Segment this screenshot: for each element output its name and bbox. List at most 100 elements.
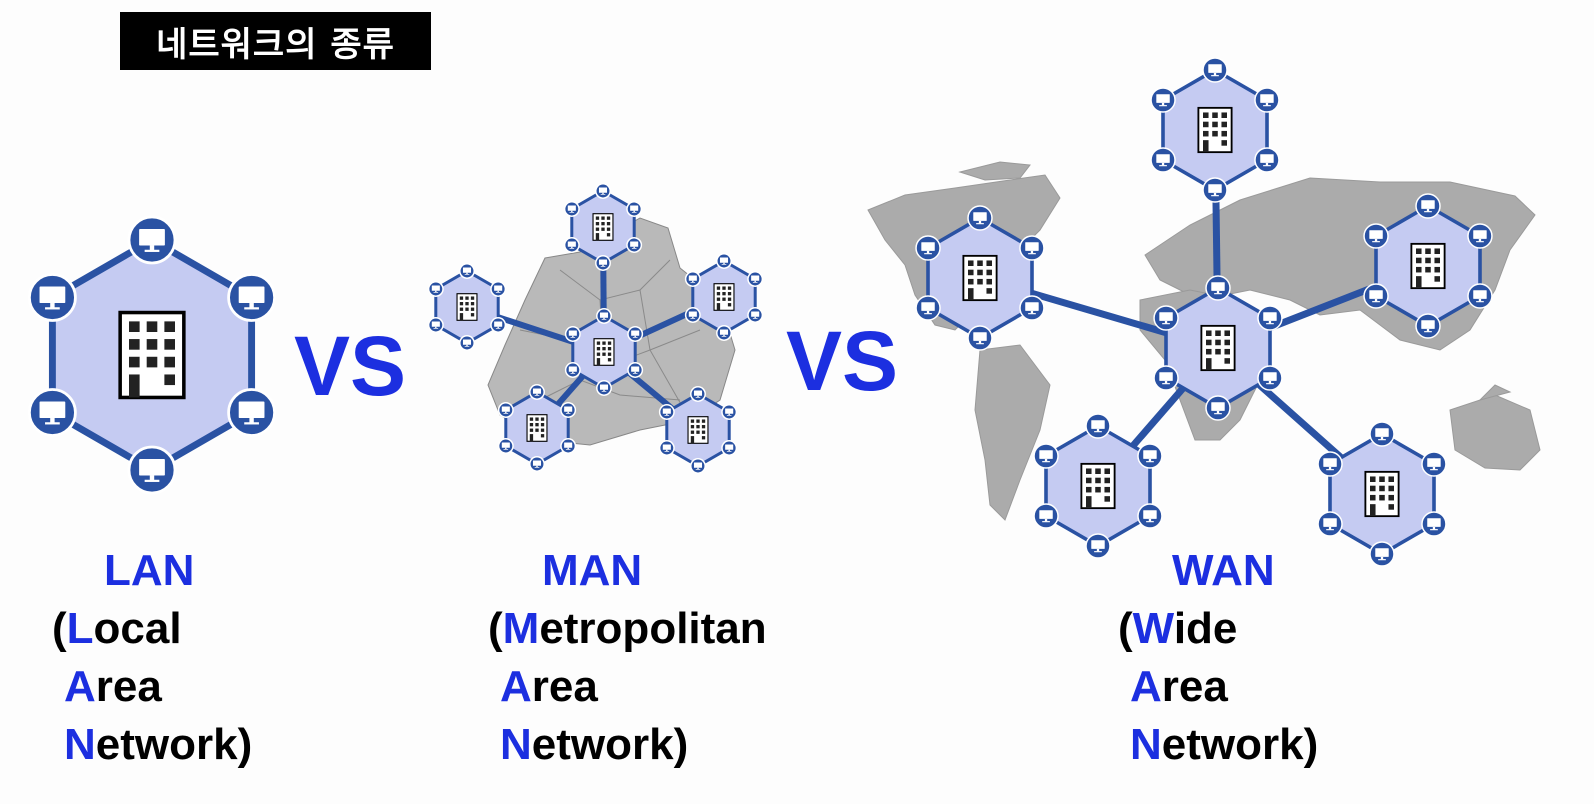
- computer-monitor-icon: [1202, 57, 1228, 83]
- vs-label-2: VS: [786, 314, 898, 408]
- computer-monitor-icon: [1150, 147, 1176, 173]
- computer-monitor-icon: [658, 404, 675, 420]
- computer-monitor-icon: [227, 273, 276, 322]
- wan-hexagon-center: [1153, 275, 1283, 421]
- computer-monitor-icon: [1033, 503, 1059, 529]
- man-hexagon-2: [684, 253, 764, 341]
- man-paren: (: [488, 604, 503, 653]
- computer-monitor-icon: [1257, 365, 1283, 391]
- computer-monitor-icon: [596, 380, 612, 396]
- wan-label: WAN (Wide Area Network): [1118, 542, 1318, 774]
- computer-monitor-icon: [427, 317, 444, 333]
- computer-monitor-icon: [1317, 511, 1343, 537]
- computer-monitor-icon: [596, 308, 612, 324]
- computer-monitor-icon: [595, 183, 611, 199]
- wan-area: rea: [1161, 662, 1228, 711]
- computer-monitor-icon: [560, 438, 577, 454]
- computer-monitor-icon: [1254, 147, 1280, 173]
- computer-monitor-icon: [1369, 421, 1395, 447]
- office-building-icon: [1197, 106, 1233, 154]
- wan-n: N: [1130, 720, 1162, 769]
- computer-monitor-icon: [1254, 87, 1280, 113]
- computer-monitor-icon: [1033, 443, 1059, 469]
- office-building-icon: [1364, 470, 1400, 518]
- computer-monitor-icon: [1421, 511, 1447, 537]
- computer-monitor-icon: [127, 215, 177, 265]
- computer-monitor-icon: [497, 438, 514, 454]
- lan-paren: (: [52, 604, 67, 653]
- wan-hexagon-2: [1363, 193, 1493, 339]
- computer-monitor-icon: [658, 440, 675, 456]
- computer-monitor-icon: [560, 402, 577, 418]
- computer-monitor-icon: [1257, 305, 1283, 331]
- computer-monitor-icon: [227, 388, 276, 437]
- computer-monitor-icon: [564, 326, 581, 342]
- office-building-icon: [713, 283, 735, 311]
- man-a: A: [500, 662, 532, 711]
- computer-monitor-icon: [716, 253, 732, 269]
- office-building-icon: [592, 213, 614, 241]
- man-metropolitan: etropolitan: [539, 604, 767, 653]
- office-building-icon: [526, 414, 548, 442]
- computer-monitor-icon: [1153, 365, 1179, 391]
- computer-monitor-icon: [1019, 235, 1045, 261]
- wan-paren: (: [1118, 604, 1133, 653]
- wan-w: W: [1132, 604, 1174, 653]
- computer-monitor-icon: [627, 326, 644, 342]
- lan-network: etwork): [95, 720, 253, 769]
- computer-monitor-icon: [1085, 413, 1111, 439]
- computer-monitor-icon: [490, 317, 507, 333]
- wan-a: A: [1130, 662, 1162, 711]
- computer-monitor-icon: [915, 295, 941, 321]
- wan-hexagon-1: [915, 205, 1045, 351]
- man-hexagon-center: [564, 308, 644, 396]
- computer-monitor-icon: [1467, 283, 1493, 309]
- computer-monitor-icon: [1363, 223, 1389, 249]
- lan-a: A: [64, 662, 96, 711]
- man-hexagon-4: [658, 386, 738, 474]
- wan-hexagon-3: [1033, 413, 1163, 559]
- page-title: 네트워크의 종류: [120, 12, 431, 70]
- computer-monitor-icon: [716, 325, 732, 341]
- computer-monitor-icon: [1137, 443, 1163, 469]
- wan-wide: ide: [1173, 604, 1238, 653]
- man-abbr: MAN: [542, 546, 643, 595]
- office-building-icon: [593, 338, 615, 366]
- lan-area: rea: [95, 662, 162, 711]
- computer-monitor-icon: [28, 388, 77, 437]
- man-hexagon-1: [427, 263, 507, 351]
- computer-monitor-icon: [564, 362, 581, 378]
- computer-monitor-icon: [1019, 295, 1045, 321]
- computer-monitor-icon: [626, 237, 643, 253]
- computer-monitor-icon: [497, 402, 514, 418]
- man-hexagon-3: [497, 384, 577, 472]
- man-n: N: [500, 720, 532, 769]
- computer-monitor-icon: [721, 440, 738, 456]
- computer-monitor-icon: [967, 325, 993, 351]
- computer-monitor-icon: [690, 458, 706, 474]
- lan-abbr: LAN: [104, 546, 195, 595]
- computer-monitor-icon: [1363, 283, 1389, 309]
- lan-hexagon: [28, 215, 276, 495]
- computer-monitor-icon: [459, 263, 475, 279]
- office-building-icon: [456, 293, 478, 321]
- computer-monitor-icon: [1421, 451, 1447, 477]
- office-building-icon: [1200, 324, 1236, 372]
- office-building-icon: [962, 254, 998, 302]
- computer-monitor-icon: [747, 271, 764, 287]
- computer-monitor-icon: [427, 281, 444, 297]
- lan-n: N: [64, 720, 96, 769]
- office-building-icon: [1410, 242, 1446, 290]
- computer-monitor-icon: [1153, 305, 1179, 331]
- computer-monitor-icon: [28, 273, 77, 322]
- computer-monitor-icon: [529, 384, 545, 400]
- computer-monitor-icon: [967, 205, 993, 231]
- computer-monitor-icon: [626, 201, 643, 217]
- computer-monitor-icon: [1317, 451, 1343, 477]
- computer-monitor-icon: [1467, 223, 1493, 249]
- computer-monitor-icon: [1415, 193, 1441, 219]
- lan-local: ocal: [93, 604, 182, 653]
- computer-monitor-icon: [563, 237, 580, 253]
- computer-monitor-icon: [915, 235, 941, 261]
